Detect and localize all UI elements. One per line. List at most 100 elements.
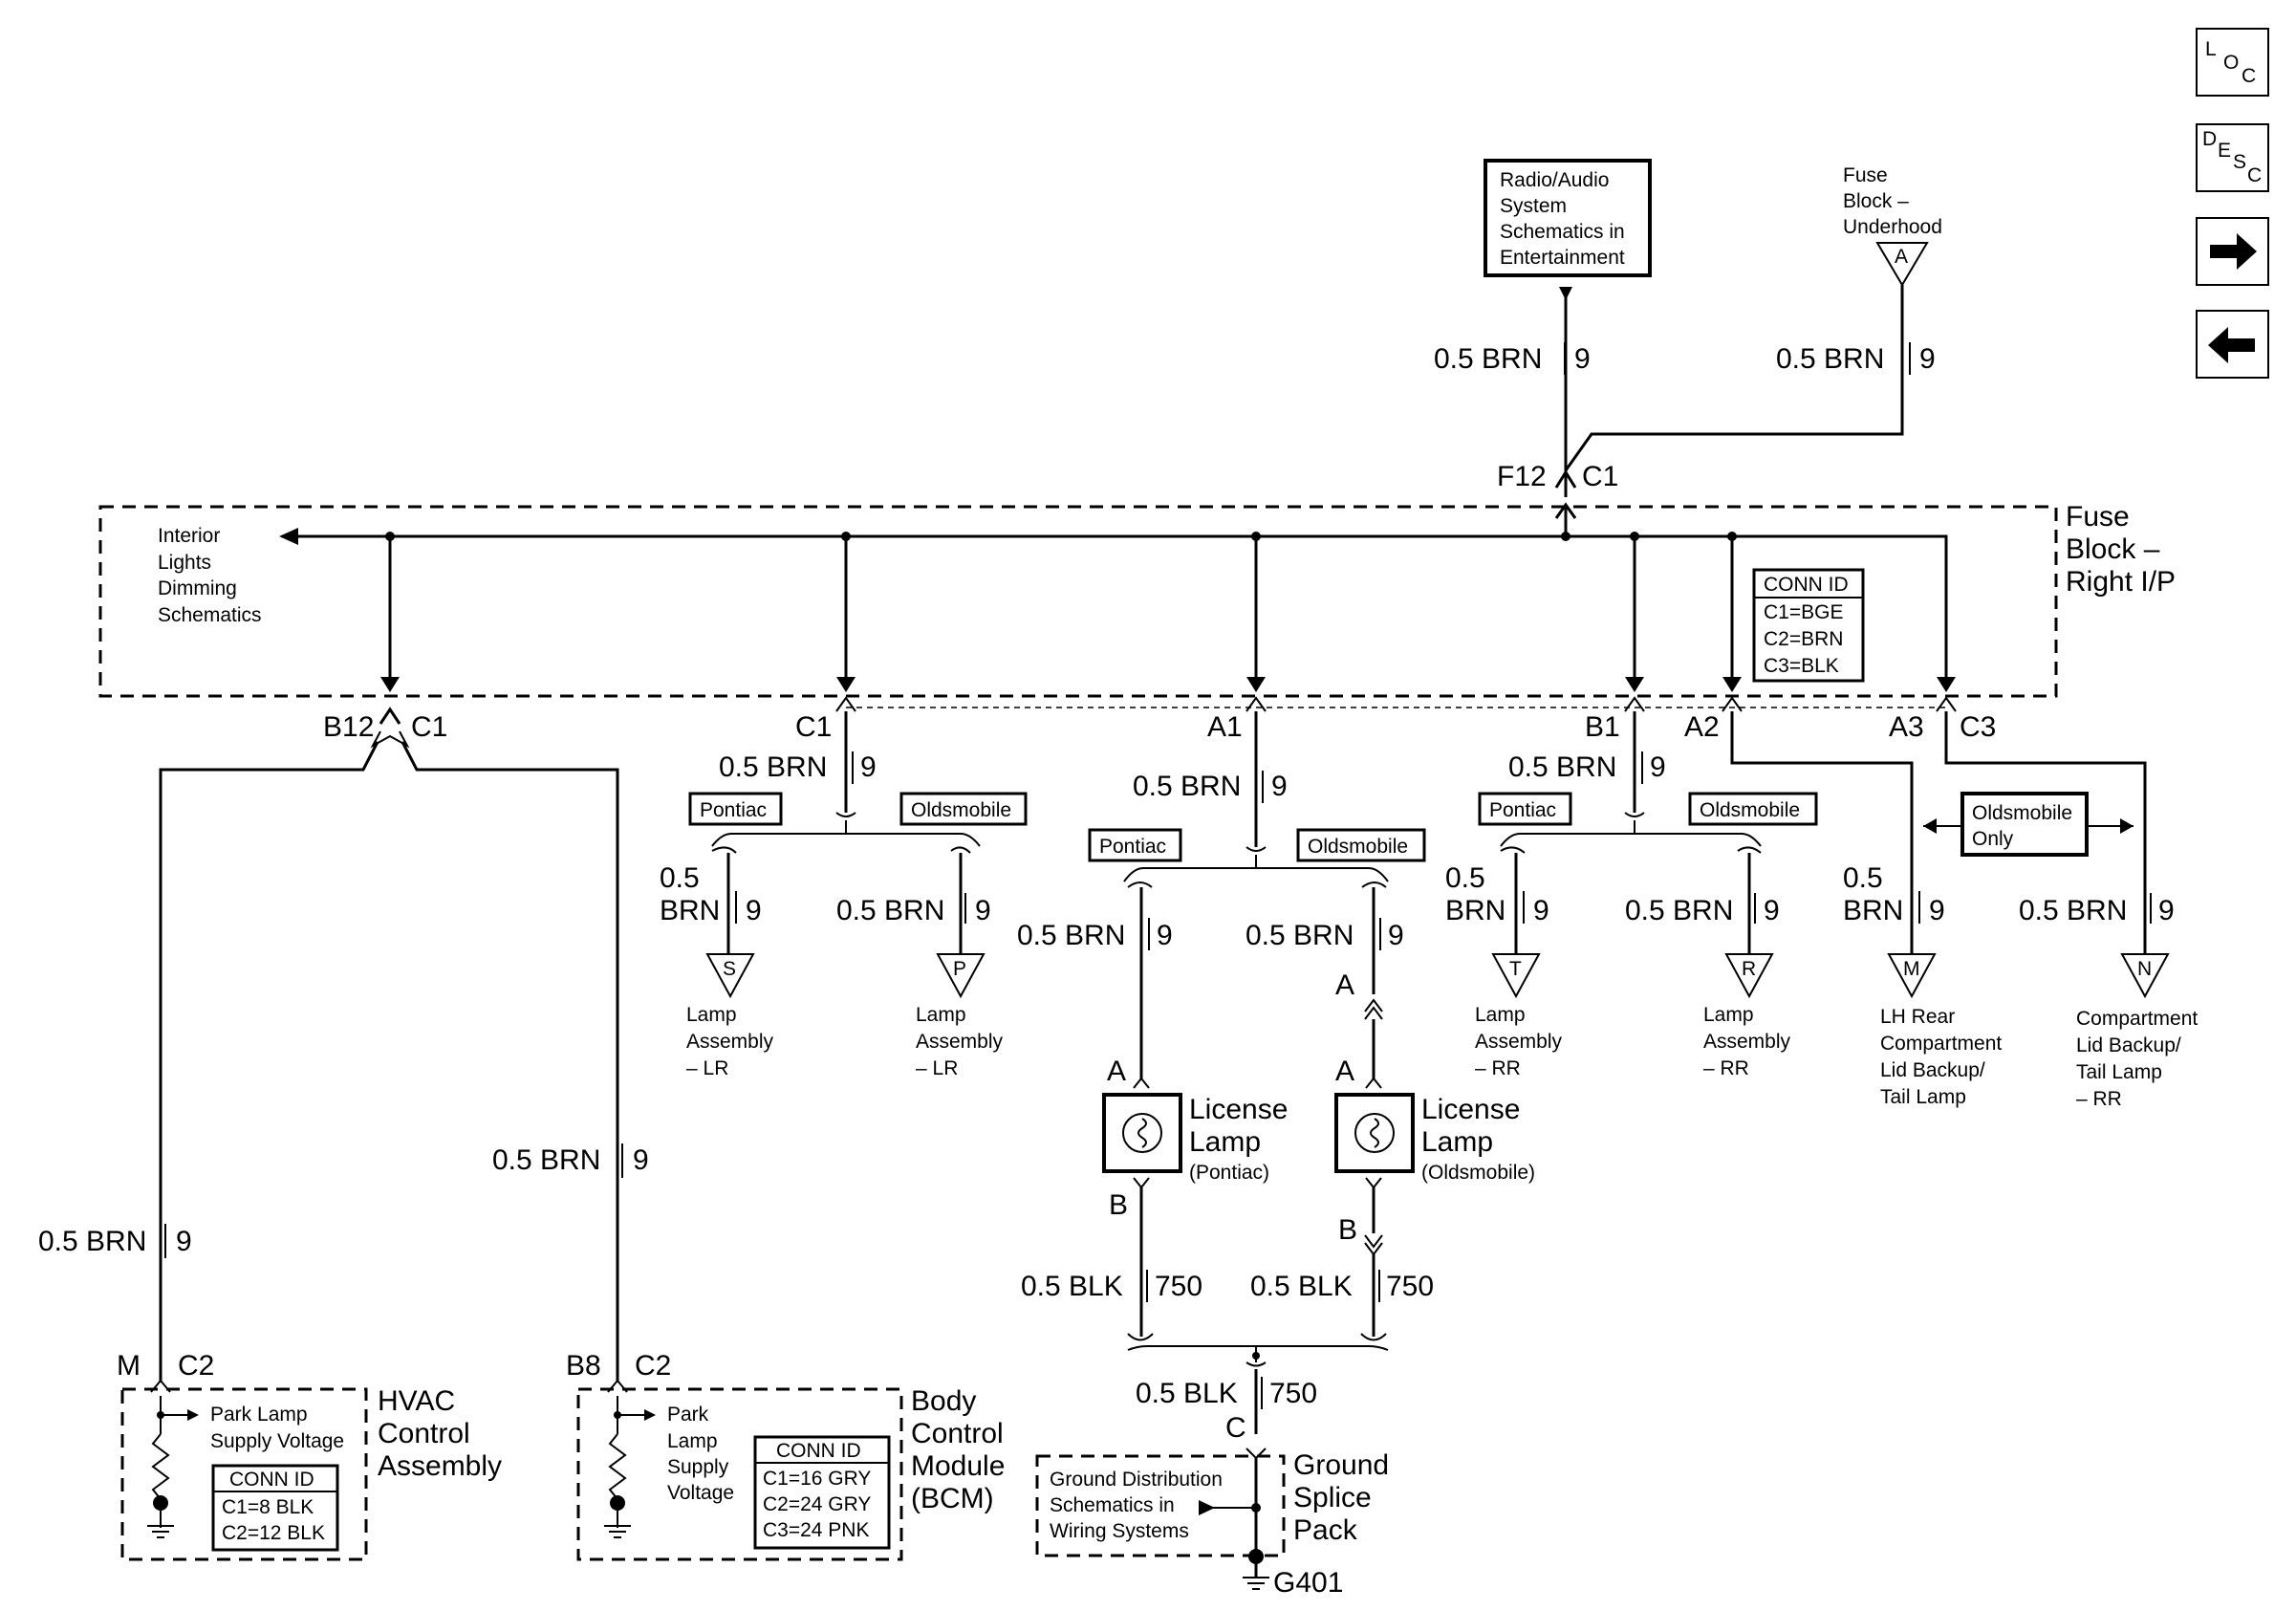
lh-rear-line-1: LH Rear (1880, 1006, 1955, 1028)
previous-page-button[interactable] (2196, 310, 2269, 379)
pin-a1: A1 (1207, 711, 1243, 743)
comp-lid-line-4: – RR (2076, 1088, 2122, 1110)
comp-lid-line-2: Lid Backup/ (2076, 1034, 2181, 1056)
lh-rear-line-2: Compartment (1880, 1033, 2002, 1055)
desc-button[interactable]: D E S C (2196, 123, 2269, 192)
connector-c1-b12: C1 (411, 711, 447, 743)
lamp-rr-r-line-1: Lamp (1703, 1004, 1754, 1026)
bcm-circuit-number: 9 (633, 1144, 649, 1176)
conn-bcm-c2: C2=24 GRY (763, 1493, 871, 1515)
lr-s-circuit-number: 9 (746, 895, 762, 926)
conn-hvac-c1: C1=8 BLK (222, 1496, 314, 1518)
hvac-label: HVAC Control Assembly (378, 1385, 502, 1482)
arrow-left-icon (2208, 327, 2255, 363)
pontiac-label-rr: Pontiac (1489, 799, 1556, 821)
arrow-right-icon (2210, 233, 2257, 270)
pin-f12: F12 (1497, 461, 1547, 492)
loc-letter-l: L (2205, 38, 2217, 60)
lamp-bulb-icon (1354, 1113, 1395, 1153)
hvac-control-assembly (120, 1387, 368, 1561)
license-p-pin-b: B (1109, 1189, 1128, 1221)
bcm-signal-arrow-icon (644, 1409, 656, 1421)
lamp-lr-p-triangle[interactable]: P (936, 953, 986, 999)
hvac-wire-label: 0.5 BRN (38, 1226, 146, 1257)
ground-splice-line-3: Pack (1293, 1514, 1358, 1546)
oldsmobile-label-license: Oldsmobile (1308, 836, 1408, 858)
ground-wire-label: 0.5 BLK (1136, 1378, 1238, 1409)
fuse-block-line-3: Right I/P (2066, 566, 2176, 598)
pin-b12: B12 (323, 711, 374, 743)
oldsmobile-label-lr: Oldsmobile (911, 799, 1011, 821)
lamp-rr-r-triangle[interactable]: R (1724, 953, 1774, 999)
tri-p-letter: P (953, 958, 966, 980)
ground-distribution-reference[interactable]: Ground Distribution Schematics in Wiring… (1050, 1469, 1223, 1542)
desc-letter-s: S (2233, 151, 2246, 173)
bcm-line-2: Control (911, 1418, 1004, 1449)
conn-hvac-c2: C2=12 BLK (222, 1522, 325, 1544)
hvac-line-3: Assembly (378, 1450, 502, 1482)
bcm-ground-icon (604, 1525, 631, 1538)
pin-a3: A3 (1889, 711, 1924, 743)
comp-lid-line-1: Compartment (2076, 1008, 2198, 1030)
lamp-rr-r-label: Lamp Assembly – RR (1703, 1004, 1791, 1079)
pontiac-tag-rr: Pontiac (1478, 792, 1572, 826)
radio-box-line-3: Schematics in (1500, 221, 1625, 243)
lamp-rr-t-label: Lamp Assembly – RR (1475, 1004, 1563, 1079)
pin-b8: B8 (566, 1350, 601, 1382)
conn-fuse-c2: C2=BRN (1764, 628, 1843, 650)
tri-r-letter: R (1742, 958, 1756, 980)
rr-t-wire-label-2: BRN (1445, 895, 1505, 926)
conn-bcm-c1: C1=16 GRY (763, 1468, 871, 1490)
lamp-rr-t-triangle[interactable]: T (1491, 953, 1541, 999)
loc-letter-c: C (2242, 65, 2256, 87)
lr-p-wire-label: 0.5 BRN (836, 895, 944, 926)
rr-circuit-number: 9 (1650, 751, 1666, 783)
hvac-signal-arrow-icon (187, 1409, 199, 1421)
connector-c3: C3 (1960, 711, 1996, 743)
wire-to-lh-rear (1730, 711, 1914, 954)
next-page-button[interactable] (2196, 217, 2269, 286)
g401-ground-dot-icon (1248, 1549, 1264, 1564)
underhood-triangle-a[interactable]: A (1875, 242, 1929, 287)
lamp-rr-t-line-3: – RR (1475, 1057, 1521, 1079)
underhood-line-3: Underhood (1843, 216, 1942, 238)
rr-r-wire-label: 0.5 BRN (1625, 895, 1733, 926)
lamp-rr-r-line-3: – RR (1703, 1057, 1749, 1079)
license-p-ground-circuit: 750 (1155, 1271, 1202, 1302)
interior-lights-reference[interactable]: Interior Lights Dimming Schematics (158, 525, 262, 626)
hvac-conn-id: CONN ID C1=8 BLK C2=12 BLK (211, 1464, 339, 1552)
lamp-lr-s-line-1: Lamp (686, 1004, 737, 1026)
oldsmobile-tag-license: Oldsmobile (1296, 828, 1426, 862)
license-o-line-1: License (1421, 1094, 1520, 1125)
bcm-ground-dot-icon (610, 1495, 625, 1511)
bcm-line-4: (BCM) (911, 1483, 994, 1514)
license-lamp-pontiac[interactable] (1102, 1077, 1182, 1189)
radio-circuit-number: 9 (1574, 343, 1591, 375)
hvac-circuit-number: 9 (176, 1226, 192, 1257)
lr-s-wire-label-2: BRN (660, 895, 720, 926)
license-lamp-oldsmobile[interactable] (1334, 1077, 1415, 1189)
hvac-signal-line-1: Park Lamp (210, 1404, 308, 1426)
lamp-lr-s-triangle[interactable]: S (705, 953, 755, 999)
tri-t-letter: T (1509, 958, 1522, 980)
hvac-resistor-icon (151, 1433, 170, 1500)
wire-to-bcm (401, 741, 619, 1382)
loc-button[interactable]: L O C (2196, 28, 2269, 97)
hvac-line-1: HVAC (378, 1385, 455, 1417)
pontiac-tag-lr: Pontiac (688, 792, 783, 826)
bcm-signal-line-3: Supply (667, 1456, 729, 1478)
conn-fuse-c1: C1=BGE (1764, 601, 1843, 623)
lamp-rr-t-line-2: Assembly (1475, 1031, 1563, 1053)
fuse-block-underhood-label: Fuse Block – Underhood (1843, 164, 1942, 238)
radio-box-line-4: Entertainment (1500, 247, 1625, 269)
bcm-wire-label: 0.5 BRN (492, 1144, 600, 1176)
license-o-wire-label: 0.5 BRN (1245, 920, 1354, 951)
radio-audio-reference-box[interactable]: Radio/Audio System Schematics in Enterta… (1484, 159, 1652, 277)
lr-circuit-number: 9 (860, 751, 877, 783)
ground-dist-line-2: Schematics in (1050, 1494, 1175, 1516)
lr-p-circuit-number: 9 (975, 895, 991, 926)
comp-lid-label: Compartment Lid Backup/ Tail Lamp – RR (2076, 1008, 2198, 1110)
comp-lid-n-triangle[interactable]: N (2120, 953, 2170, 999)
pin-a2: A2 (1684, 711, 1720, 743)
lh-rear-m-triangle[interactable]: M (1887, 953, 1937, 999)
